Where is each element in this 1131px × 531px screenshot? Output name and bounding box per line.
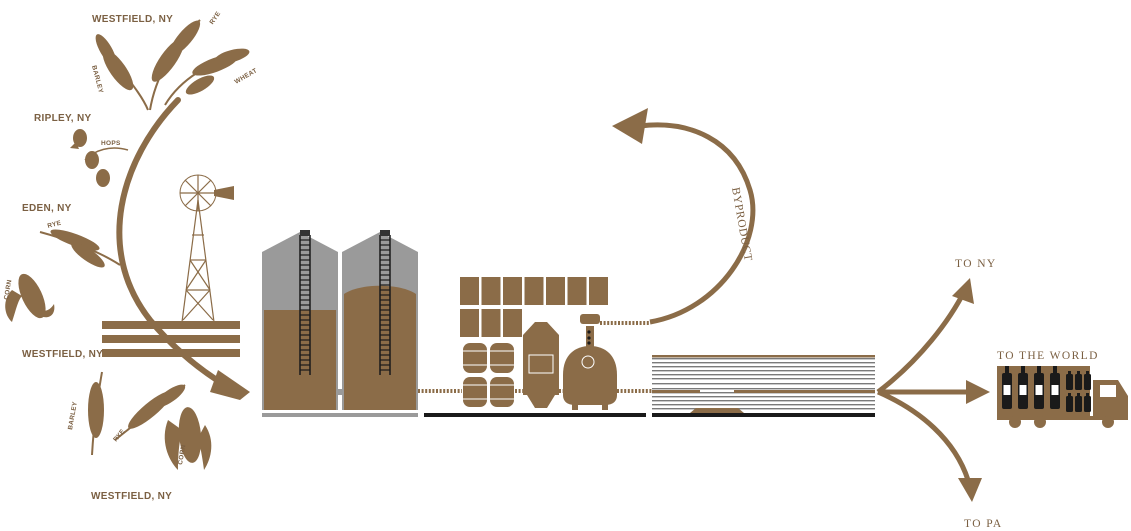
crate bbox=[503, 277, 522, 305]
rye-eden-icon bbox=[39, 229, 121, 268]
small-bottle bbox=[1066, 396, 1073, 412]
silo-left bbox=[262, 230, 338, 410]
supply-arrowhead bbox=[210, 370, 250, 400]
crop-barley-top-label: BARLEY bbox=[90, 65, 104, 95]
bottle-cargo bbox=[1002, 366, 1091, 412]
arrow-to-ny bbox=[876, 288, 968, 394]
small-bottle bbox=[1075, 396, 1082, 412]
warehouse-stripe bbox=[652, 362, 875, 364]
pot-still-icon bbox=[563, 314, 617, 410]
barrel-stack bbox=[463, 343, 514, 407]
source-eden-label: EDEN, NY bbox=[22, 203, 72, 214]
byproduct-arrowhead bbox=[612, 108, 648, 144]
distillery-base-bar bbox=[424, 413, 646, 417]
crop-rye-bottom-label: RYE bbox=[112, 428, 127, 444]
crate bbox=[589, 277, 608, 305]
crop-barley-bottom-label: BARLEY bbox=[67, 401, 79, 431]
warehouse-rail bbox=[652, 390, 700, 393]
bottle-label bbox=[1051, 385, 1059, 395]
crop-corn-bottom-label: CORN bbox=[177, 444, 187, 465]
crate-stack bbox=[460, 277, 608, 337]
bottle-label bbox=[1019, 385, 1027, 395]
grain-bundle-top-icon bbox=[95, 19, 250, 111]
arrow-to-ny-head bbox=[952, 278, 974, 304]
delivery-truck-icon bbox=[997, 366, 1128, 428]
arrow-to-pa-head bbox=[958, 478, 982, 502]
small-bottle-neck bbox=[1077, 371, 1080, 375]
warehouse-rack bbox=[652, 355, 875, 410]
crop-rye-top-label: RYE bbox=[209, 10, 223, 26]
warehouse-base-bar bbox=[652, 413, 875, 417]
byproduct-arc-arrow bbox=[639, 122, 756, 325]
small-bottle-neck bbox=[1068, 371, 1071, 375]
bottle-neck bbox=[1053, 366, 1057, 374]
silo-right bbox=[342, 230, 418, 410]
warehouse-stripe bbox=[652, 396, 875, 398]
warehouse-pallet bbox=[690, 408, 744, 413]
bottle-label bbox=[1035, 385, 1043, 395]
warehouse-stripe bbox=[652, 378, 875, 380]
silo-base-bar bbox=[262, 413, 418, 417]
warehouse-stripe bbox=[652, 388, 875, 390]
source-westfield-top-label: WESTFIELD, NY bbox=[92, 14, 173, 25]
crate bbox=[481, 277, 501, 305]
crate bbox=[460, 277, 479, 305]
windmill-icon bbox=[179, 174, 234, 323]
warehouse-stripe bbox=[652, 400, 875, 402]
crop-wheat-label: WHEAT bbox=[234, 67, 259, 85]
destination-ny-label: TO NY bbox=[955, 258, 997, 270]
arrow-to-pa bbox=[877, 389, 971, 481]
bottle-neck bbox=[1037, 366, 1041, 374]
crate bbox=[503, 309, 522, 337]
source-ripley-label: RIPLEY, NY bbox=[34, 113, 91, 124]
arrow-to-world-head bbox=[966, 380, 990, 404]
small-bottle-neck bbox=[1068, 393, 1071, 397]
warehouse-top-rail bbox=[652, 355, 875, 358]
bottle-neck bbox=[1021, 366, 1025, 374]
small-bottle-neck bbox=[1077, 393, 1080, 397]
crate bbox=[524, 277, 544, 305]
fence-icon bbox=[102, 321, 240, 357]
destination-world-label: TO THE WORLD bbox=[997, 350, 1099, 362]
warehouse-stripe bbox=[652, 404, 875, 406]
corn-left-icon bbox=[5, 273, 55, 322]
supply-curve-arrow bbox=[116, 97, 228, 388]
crop-rye-eden-label: RYE bbox=[47, 219, 63, 229]
small-bottle bbox=[1075, 374, 1082, 390]
warehouse-stripe bbox=[652, 358, 875, 360]
grain-bundle-bottom-icon bbox=[88, 371, 212, 470]
warehouse-stripe bbox=[652, 366, 875, 368]
warehouse-stripe bbox=[652, 370, 875, 372]
small-bottle bbox=[1084, 374, 1091, 390]
small-bottle-neck bbox=[1086, 371, 1089, 375]
source-westfield-bottom-label: WESTFIELD, NY bbox=[91, 491, 172, 502]
warehouse-rail bbox=[734, 390, 875, 393]
warehouse-stripe bbox=[652, 374, 875, 376]
warehouse-stripe bbox=[652, 408, 875, 410]
destination-pa-label: TO PA bbox=[964, 518, 1003, 530]
crop-corn-left-label: CORN bbox=[3, 279, 13, 300]
source-westfield-mid-label: WESTFIELD, NY bbox=[22, 349, 103, 360]
small-bottle bbox=[1066, 374, 1073, 390]
crop-hops-label: HOPS bbox=[101, 140, 121, 147]
small-bottle-neck bbox=[1086, 393, 1089, 397]
hops-icon bbox=[70, 129, 129, 187]
silo-connector bbox=[338, 389, 342, 395]
crate bbox=[567, 277, 587, 305]
bottle-label bbox=[1003, 385, 1011, 395]
warehouse-stripe bbox=[652, 383, 875, 385]
mash-tun-icon bbox=[523, 322, 559, 408]
silo-ladder-rungs bbox=[300, 239, 390, 371]
bottle-neck bbox=[1005, 366, 1009, 374]
crate bbox=[460, 309, 479, 337]
crate bbox=[481, 309, 501, 337]
small-bottle bbox=[1084, 396, 1091, 412]
crate bbox=[546, 277, 565, 305]
